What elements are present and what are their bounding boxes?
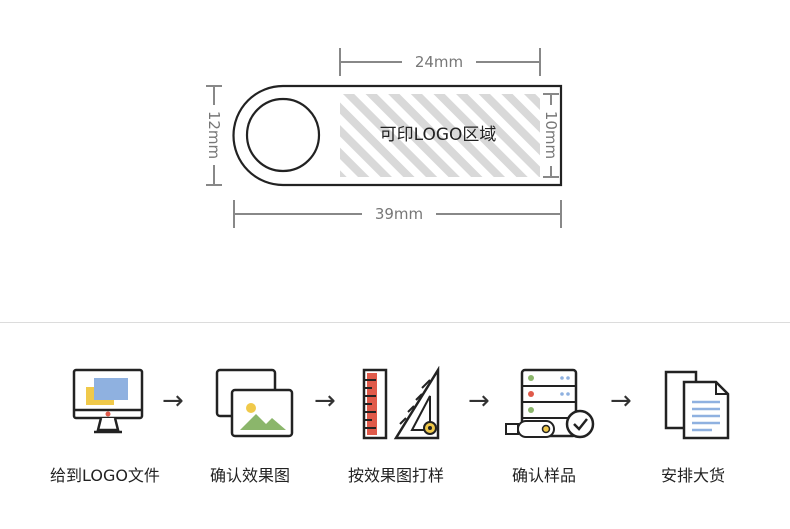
- monitor-icon: [72, 368, 144, 434]
- step-label-confirm-sample: 确认样品: [512, 466, 577, 485]
- document-icon: [664, 370, 730, 440]
- arrow-icon: →: [468, 386, 490, 416]
- width-24mm-label: 24mm: [415, 53, 463, 71]
- dimension-39mm: [233, 200, 562, 228]
- height-12mm-label: 12mm: [205, 111, 223, 159]
- keyring-hole: [245, 97, 321, 173]
- dimension-24mm: [339, 48, 541, 76]
- step-label-make-sample: 按效果图打样: [348, 466, 445, 485]
- total-39mm-label: 39mm: [375, 205, 423, 223]
- height-10mm-label: 10mm: [542, 111, 560, 159]
- usb-dimension-diagram: 可印LOGO区域 24mm 39mm 12mm 10mm: [205, 48, 563, 228]
- image-icon: [215, 368, 294, 438]
- step-label-confirm-render: 确认效果图: [210, 466, 291, 485]
- dimension-10mm: [543, 93, 559, 178]
- dimension-12mm: [206, 85, 222, 186]
- server-check-icon: [505, 368, 595, 439]
- section-divider: [0, 322, 790, 323]
- print-area-label: 可印LOGO区域: [380, 125, 497, 145]
- ruler-triangle-icon: [362, 366, 440, 440]
- arrow-icon: →: [314, 386, 336, 416]
- step-label-give-logo: 给到LOGO文件: [50, 466, 160, 485]
- step-label-mass-production: 安排大货: [661, 466, 726, 485]
- print-area: [340, 94, 540, 177]
- arrow-icon: →: [162, 386, 184, 416]
- arrow-icon: →: [610, 386, 632, 416]
